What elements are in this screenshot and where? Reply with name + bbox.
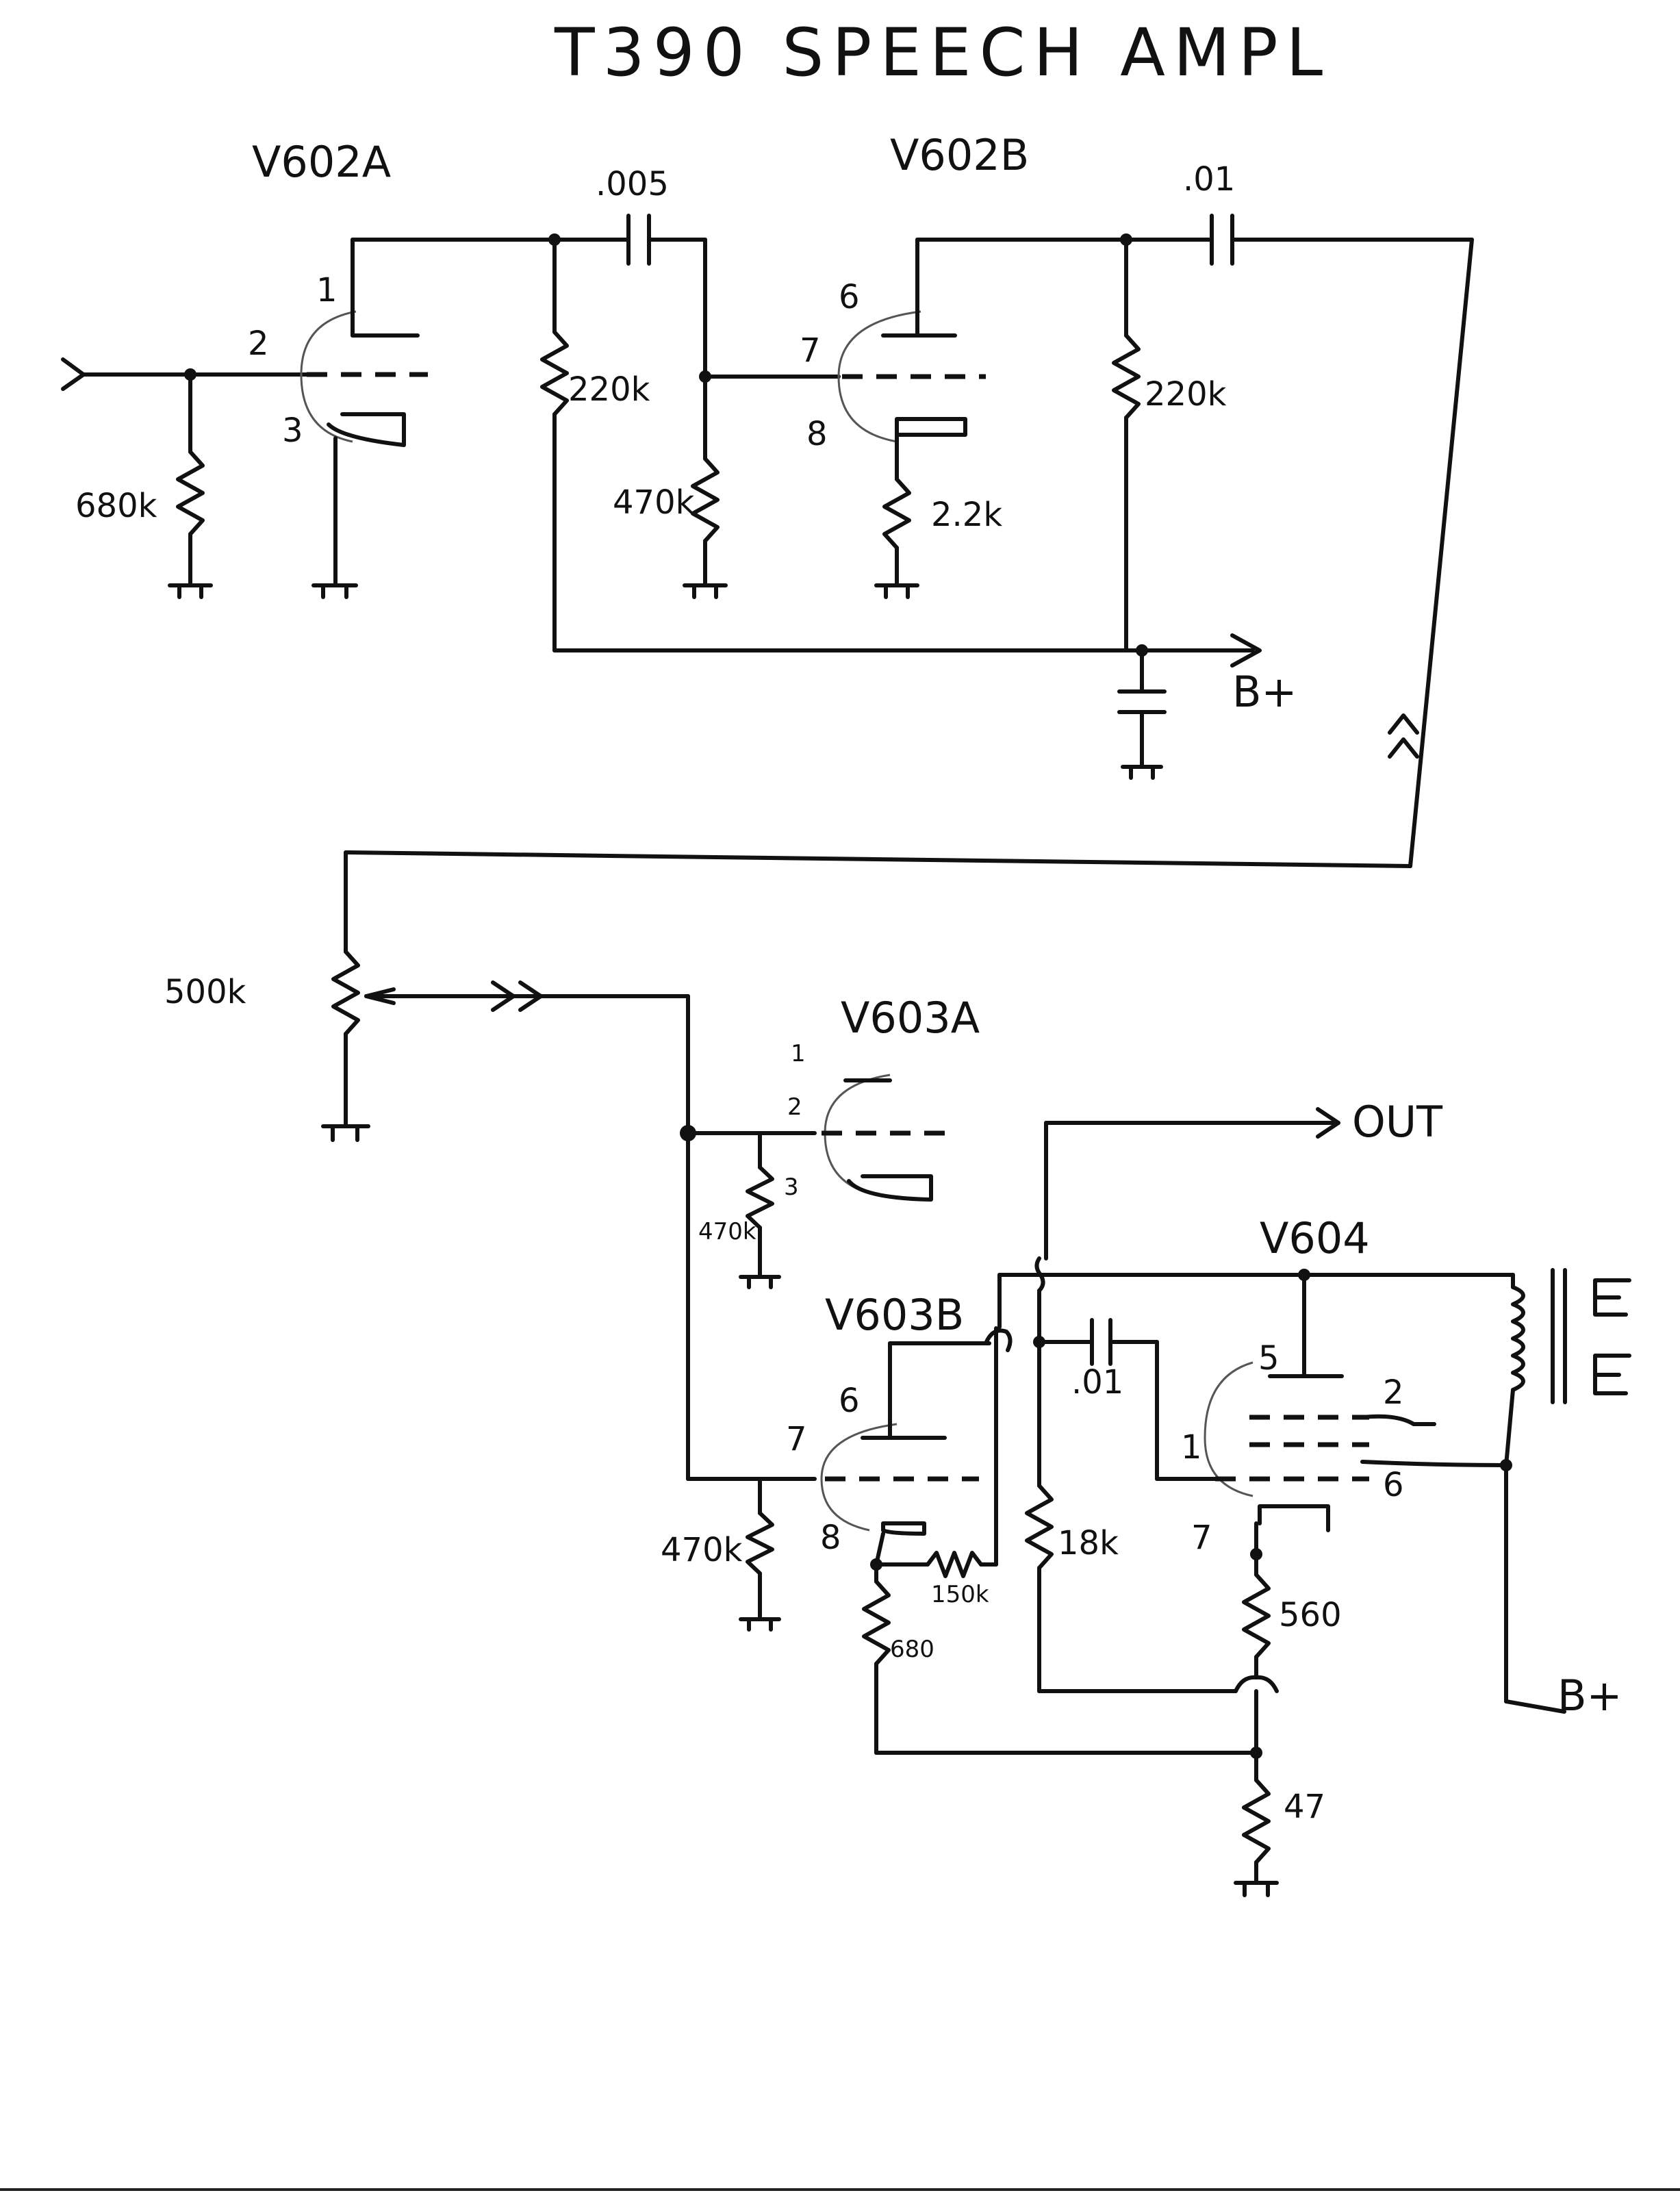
pin-v602a-grid: 2 [248, 325, 269, 363]
cathode-resistor-3b-value: 680 [890, 1636, 934, 1663]
input-resistor-value: 680k [75, 487, 157, 525]
bplus-bottom-lead [1504, 1699, 1566, 1714]
cathode-resistor-2-value: 2.2k [931, 496, 1002, 534]
pin-v602b-cathode: 8 [806, 415, 828, 453]
coupling-capacitor-3-value: .01 [1071, 1363, 1123, 1402]
cathode-resistor-4-value: 560 [1279, 1596, 1342, 1634]
tube-v604 [1204, 1273, 1508, 1549]
pin-v602b-plate: 6 [839, 278, 860, 316]
tube-label-v603a: V603A [841, 993, 980, 1043]
plate-resistor-2-value: 220k [1145, 375, 1227, 414]
volume-potentiometer-value: 500k [164, 973, 246, 1011]
output-chevrons [1388, 713, 1419, 759]
bplus-label-bottom: B+ [1557, 1671, 1622, 1721]
plate-resistor-3b-value: 18k [1058, 1524, 1119, 1562]
feedback-resistor [874, 1326, 998, 1578]
crossover-b [1034, 1256, 1045, 1293]
grid-resistor-2-value: 470k [613, 483, 695, 522]
grid-resistor-3b [739, 1477, 781, 1632]
cathode-resistor-3b [862, 1562, 1258, 1755]
out-arrow [1316, 1107, 1340, 1139]
feedback-resistor-value: 150k [931, 1581, 989, 1608]
grid-resistor-3b-value: 470k [661, 1531, 743, 1569]
pin-v603b-grid: 7 [786, 1420, 807, 1458]
plate-resistor-2 [1112, 238, 1141, 652]
input-terminal [61, 357, 324, 391]
grid-resistor-3a [739, 1131, 781, 1289]
plate-resistor-1 [540, 238, 569, 652]
plate-resistor-1-value: 220k [568, 370, 650, 409]
tube-v603a [822, 1074, 952, 1202]
cathode-resistor-4 [1234, 1545, 1279, 1755]
cathode-resistor-2 [874, 477, 919, 599]
crossover-a [984, 1328, 1013, 1352]
pin-v603a-cathode: 3 [784, 1174, 799, 1201]
tube-v603b [820, 1341, 991, 1536]
tube-label-v603b: V603B [825, 1290, 964, 1340]
coupling-capacitor-2 [1124, 214, 1474, 266]
pin-v603b-cathode: 8 [820, 1519, 841, 1557]
input-resistor [176, 372, 205, 587]
volume-potentiometer [321, 850, 690, 1142]
schematic-title: T390 SPEECH AMPL [554, 14, 1331, 91]
bypass-capacitor [1117, 648, 1167, 780]
coupling-capacitor-1-value: .005 [596, 165, 669, 203]
grid-resistor-3a-value: 470k [698, 1218, 756, 1245]
pin-v604-cathode: 7 [1191, 1519, 1212, 1557]
pin-v604-grid: 1 [1181, 1428, 1202, 1467]
cathode-lead-3b [874, 1532, 885, 1567]
tube-v602b [837, 238, 1128, 481]
pin-v603b-plate: 6 [839, 1382, 860, 1420]
stage2-output-wire [1408, 238, 1474, 868]
bplus-label-top: B+ [1232, 667, 1297, 717]
bplus-arrow-top [1230, 633, 1262, 668]
pot-feed-wire [344, 850, 1412, 868]
output-transformer [1504, 1268, 1631, 1467]
common-resistor-value: 47 [1284, 1788, 1325, 1826]
tube-label-v602b: V602B [890, 130, 1029, 180]
pin-v602a-cathode: 3 [282, 411, 303, 450]
pin-v602a-plate: 1 [316, 271, 338, 309]
tube-v602a [300, 238, 557, 599]
plate-resistor-3b [1025, 1484, 1238, 1693]
pin-v603a-plate: 1 [791, 1040, 806, 1067]
ground-symbol [168, 583, 213, 599]
pin-v604-pin6: 6 [1383, 1466, 1404, 1504]
tube-label-v604: V604 [1260, 1213, 1370, 1263]
common-resistor [1234, 1751, 1279, 1897]
pin-v603a-grid: 2 [787, 1093, 802, 1121]
grid-resistor-2 [683, 375, 728, 599]
pin-v604-plate: 5 [1258, 1339, 1280, 1378]
coupling-capacitor-3 [1037, 1318, 1217, 1481]
tube-label-v602a: V602A [252, 137, 391, 187]
pin-v602b-grid: 7 [800, 331, 821, 370]
coupling-capacitor-1 [552, 214, 707, 266]
out-label: OUT [1352, 1097, 1443, 1147]
coupling-capacitor-2-value: .01 [1183, 160, 1235, 199]
pin-v604-screen: 2 [1383, 1373, 1404, 1412]
